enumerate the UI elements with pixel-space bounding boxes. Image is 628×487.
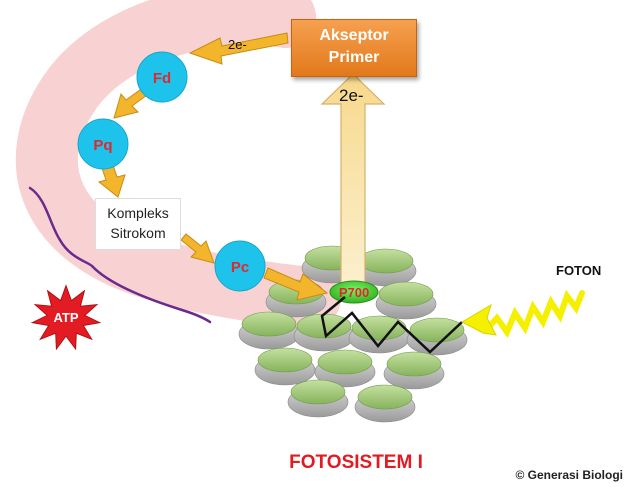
flow-arrow-pc-to-p700 <box>263 267 329 301</box>
carrier-fd-circle <box>136 51 188 103</box>
carrier-pc-label: Pc <box>231 259 249 276</box>
carrier-pq-label: Pq <box>93 137 112 154</box>
electron-up-arrow <box>320 73 386 291</box>
disc-top <box>378 281 434 307</box>
disc-top <box>386 351 442 377</box>
p700-center <box>329 280 379 304</box>
acceptor-label-line1: Akseptor <box>319 27 389 44</box>
disc-top <box>257 347 313 373</box>
disc-top <box>351 315 407 341</box>
carrier-pq-circle <box>77 118 129 170</box>
cytochrome-label-line2: Sitrokom <box>110 225 166 241</box>
photon-zigzag <box>483 289 585 339</box>
disc-top <box>358 248 414 274</box>
primary-acceptor-box: Akseptor Primer <box>291 19 417 77</box>
atp-bracket <box>28 186 212 324</box>
carrier-fd-label: Fd <box>153 70 171 87</box>
energy-transfer-zigzag <box>320 296 463 354</box>
disc-top <box>241 311 297 337</box>
cytochrome-label-line1: Kompleks <box>107 205 169 221</box>
electron-label-top: 2e- <box>228 37 247 52</box>
p700-label: P700 <box>339 285 369 300</box>
disc-top <box>290 379 346 405</box>
acceptor-label-line2: Primer <box>328 49 380 66</box>
disc-top <box>409 317 465 343</box>
credit-text: © Generasi Biologi <box>515 468 623 482</box>
disc-top <box>317 349 373 375</box>
atp-burst <box>30 284 102 351</box>
photon-label: FOTON <box>556 263 601 278</box>
electron-pathway-band <box>15 0 341 329</box>
cytochrome-complex-box: Kompleks Sitrokom <box>95 198 181 250</box>
electron-label-arrow: 2e- <box>339 86 364 105</box>
photon-arrow-head <box>460 303 497 336</box>
diagram-title: FOTOSISTEM I <box>289 452 423 473</box>
flow-arrow-acceptor-to-fd <box>188 32 289 65</box>
flow-arrow-sitrokom-to-pc <box>180 233 215 264</box>
disc-top <box>357 384 413 410</box>
carrier-pc-circle <box>214 240 266 292</box>
atp-label: ATP <box>53 310 78 325</box>
